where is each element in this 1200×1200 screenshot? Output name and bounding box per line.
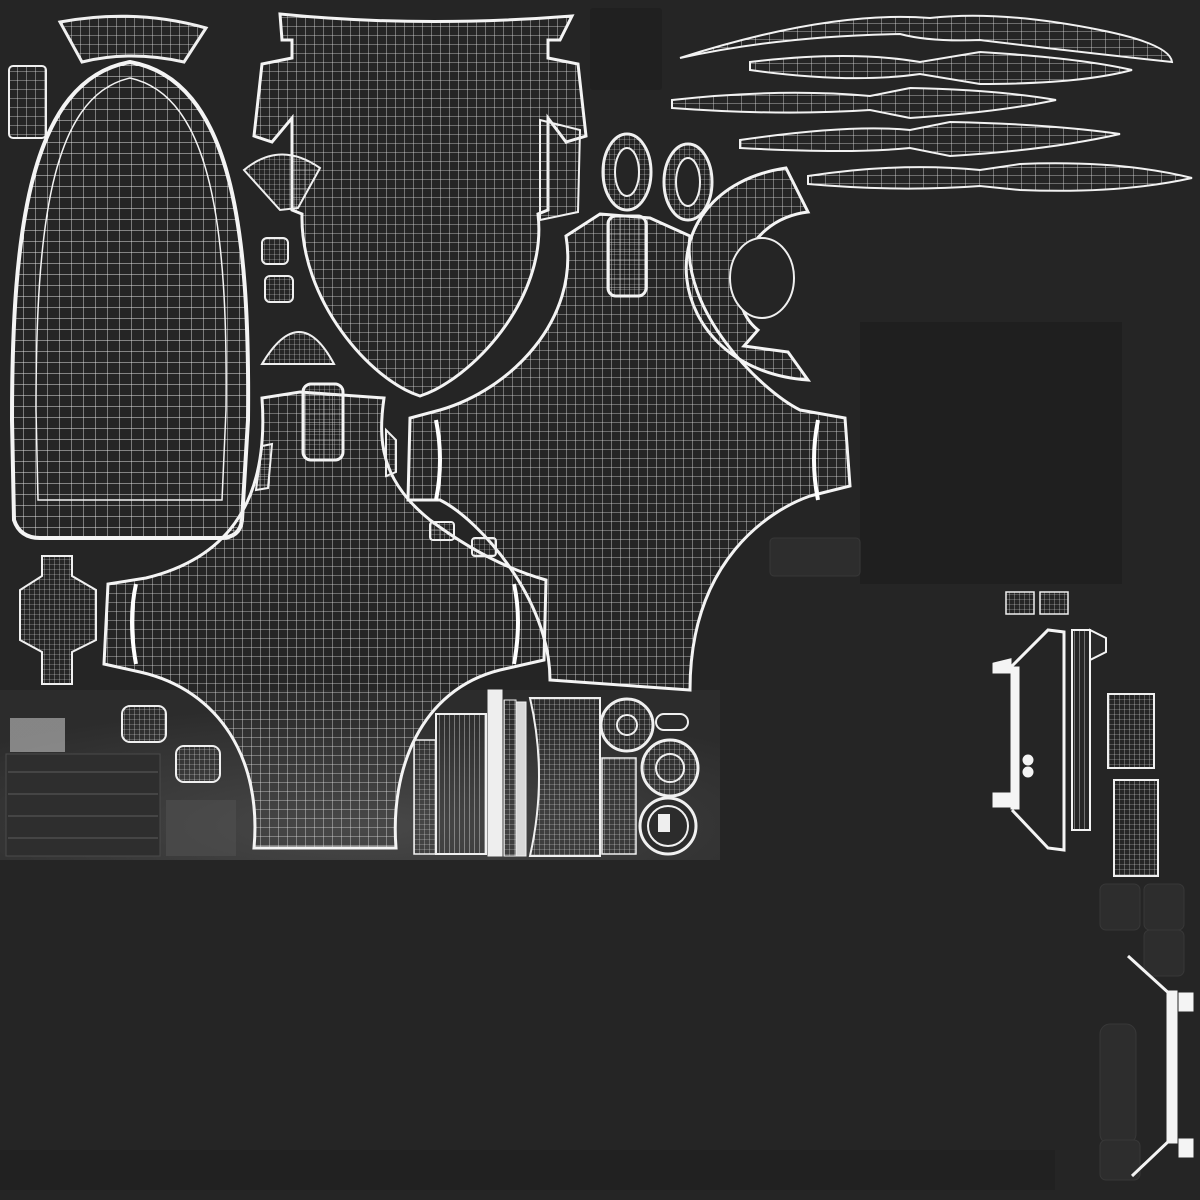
fan-piece-island	[242, 153, 322, 212]
grid-patch-island	[1107, 693, 1155, 769]
battery-block-lines	[8, 771, 158, 839]
fan-piece-island	[260, 331, 336, 365]
tab-piece-island	[121, 705, 167, 743]
dark-panel-bottom	[0, 1150, 1055, 1190]
grid-patch-island	[1113, 779, 1159, 877]
motor-mount-island	[601, 132, 653, 212]
landing-gear-island	[1126, 954, 1194, 1178]
propeller-blade-island	[739, 120, 1121, 158]
landing-gear-island	[992, 628, 1066, 852]
battery-strap-island	[413, 689, 637, 857]
propeller-blade-island	[749, 50, 1133, 86]
tab-piece-island	[655, 713, 689, 731]
visor-island	[57, 14, 209, 64]
dark-decal-cluster	[769, 537, 1185, 1181]
clip-island	[385, 427, 397, 478]
tab-piece-island	[264, 275, 294, 303]
propeller-blade-island	[807, 162, 1193, 192]
tag-island	[1039, 591, 1069, 615]
seat-shell-island	[9, 59, 251, 540]
connector-island	[471, 537, 497, 557]
motor-mount-island	[662, 142, 714, 222]
dark-block-top	[590, 8, 662, 90]
seat-pad-island	[252, 12, 588, 398]
propeller-blade-island	[671, 86, 1057, 120]
tag-island	[1005, 591, 1035, 615]
wheel-island	[599, 697, 655, 753]
battery-block	[5, 753, 161, 857]
screw-pads	[166, 800, 236, 856]
gear-strut-island	[1089, 628, 1107, 662]
clip-island	[254, 442, 274, 492]
gear-strut-island	[1071, 629, 1091, 831]
dark-panel-upper	[860, 322, 1122, 584]
side-panel-island	[8, 65, 47, 139]
connector-island	[429, 521, 455, 541]
wheel-island	[638, 796, 698, 856]
wheel-island	[640, 738, 700, 798]
strip-island	[539, 118, 582, 222]
drone-frame-island	[102, 382, 548, 850]
tab-piece-island	[175, 745, 221, 783]
battery-pod-island	[19, 555, 97, 685]
small-decal	[10, 718, 65, 752]
tab-piece-island	[261, 237, 289, 265]
propeller-blade-island	[679, 14, 1174, 64]
